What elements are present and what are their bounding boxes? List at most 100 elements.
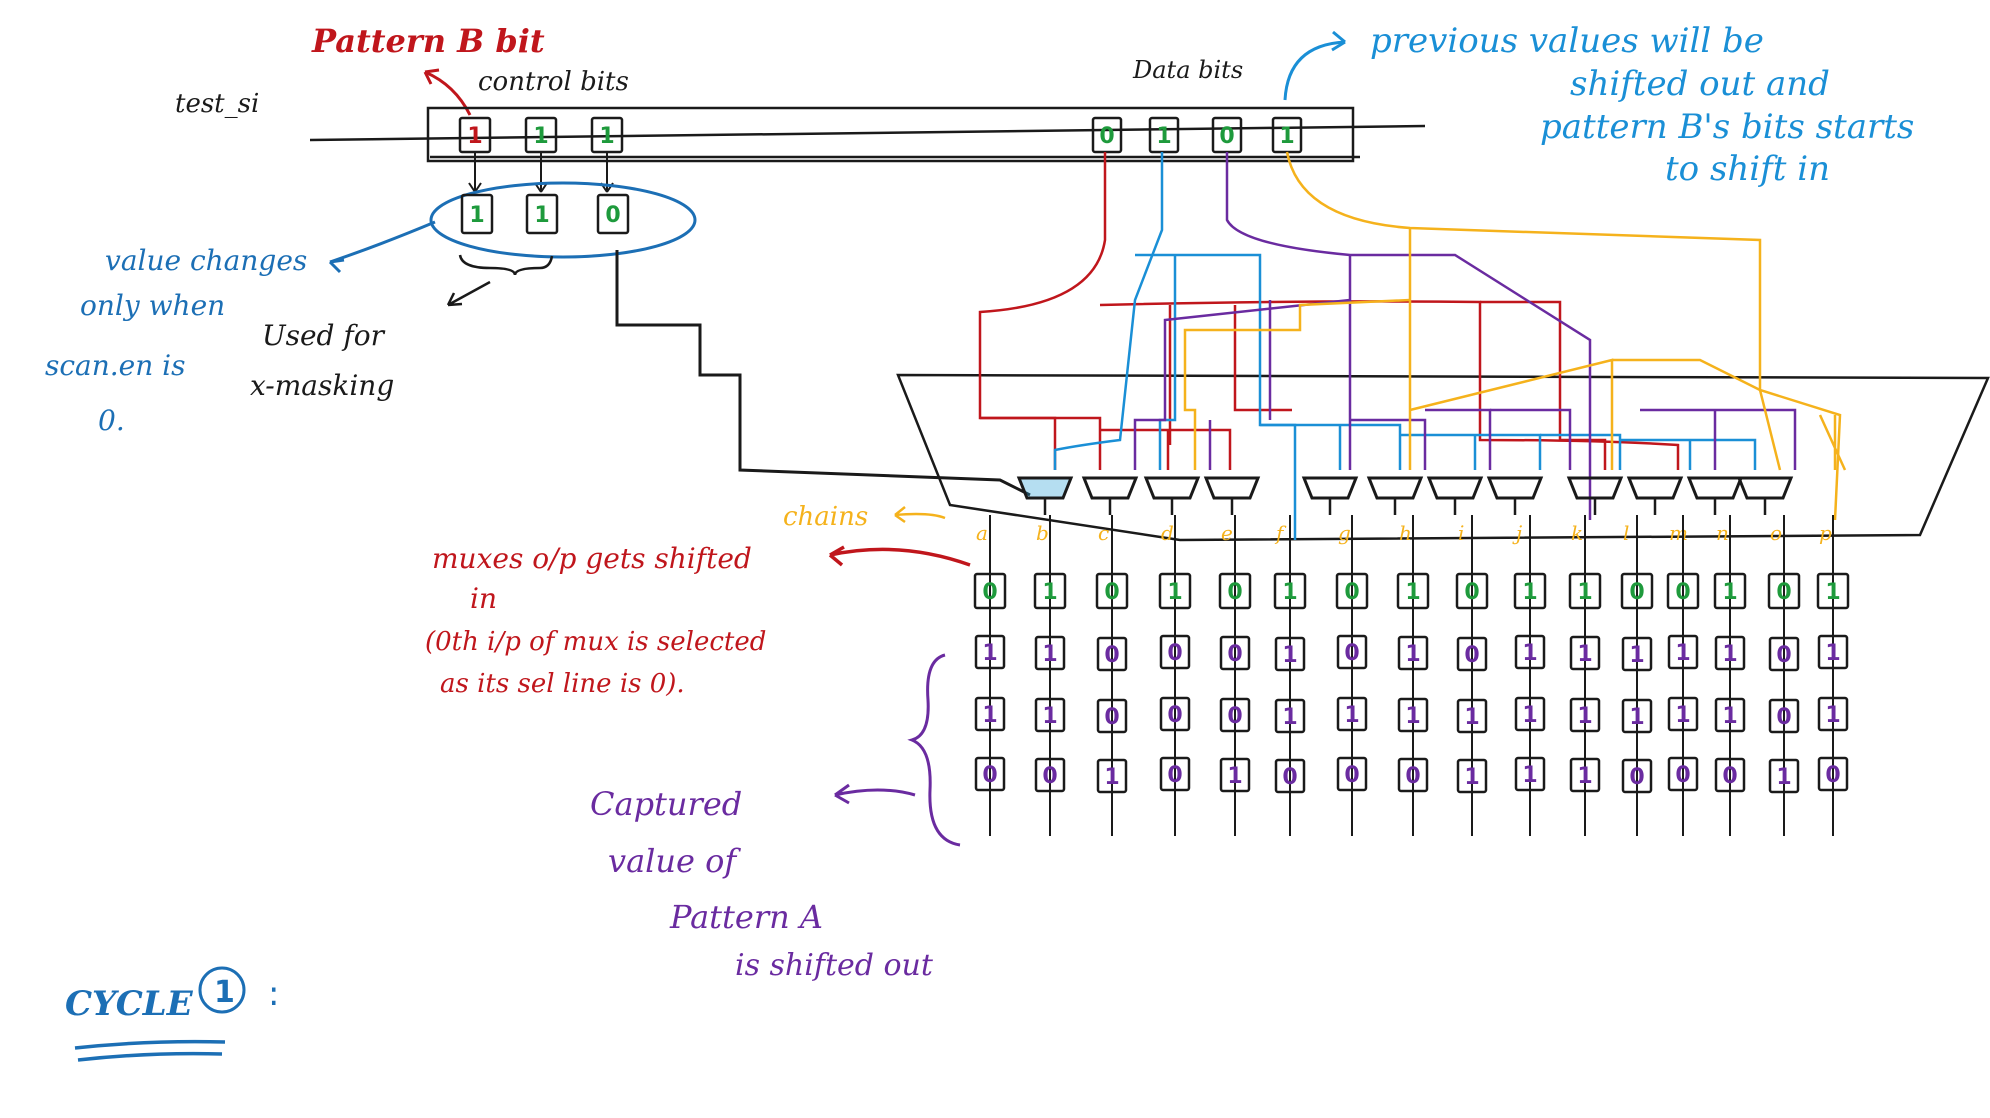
value-changes-line-1: value changes xyxy=(105,244,307,277)
used-for-brace xyxy=(458,254,554,276)
scan-cell: 0 xyxy=(1714,757,1746,793)
scan-cell-top-value: 0 xyxy=(1629,580,1644,605)
scan-cell-box xyxy=(1159,696,1191,732)
scan-cell-value: 0 xyxy=(1776,643,1791,668)
scan-cell-value: 1 xyxy=(1675,703,1690,728)
scan-cell-box xyxy=(1096,698,1128,734)
scan-cell: 1 xyxy=(1034,697,1066,733)
cycle-underline xyxy=(74,1039,226,1062)
routing-wire xyxy=(1260,423,1542,470)
scan-cell: 0 xyxy=(1768,698,1800,734)
cycle-label: CYCLE xyxy=(65,984,194,1024)
scan-cell: 1 xyxy=(974,634,1006,670)
scan-cell-top: 1 xyxy=(1713,572,1747,610)
scan-cell-value: 1 xyxy=(1464,705,1479,730)
scan-cell-box xyxy=(1667,756,1699,792)
data-bit-cell: 1 xyxy=(1148,116,1180,154)
scan-cell-box xyxy=(1714,757,1746,793)
routing-wire xyxy=(1158,255,1177,470)
scan-cell-top-box xyxy=(1158,572,1192,610)
scan-cell: 0 xyxy=(1336,634,1368,670)
scan-cell: 1 xyxy=(1096,758,1128,794)
scan-cell: 0 xyxy=(1159,696,1191,732)
data-bit-cell: 0 xyxy=(1091,116,1123,154)
scan-cell-box xyxy=(1336,634,1368,670)
scan-cell: 0 xyxy=(1034,757,1066,793)
chain-letter: p xyxy=(1819,521,1832,545)
routing-wire xyxy=(1285,151,1842,521)
scan-cell: 0 xyxy=(1336,756,1368,792)
scan-cell-value: 1 xyxy=(1344,703,1359,728)
scan-cell-value: 1 xyxy=(1282,705,1297,730)
scan-cell: 1 xyxy=(1714,697,1746,733)
scan-cell-top-box xyxy=(1620,572,1654,610)
scan-cell-top-box xyxy=(1095,572,1129,610)
shift-register-box xyxy=(426,106,1355,163)
chain-letter: h xyxy=(1399,521,1412,545)
scan-cell-top: 0 xyxy=(1455,572,1489,610)
scan-cell: 1 xyxy=(1768,758,1800,794)
chain-letter: j xyxy=(1512,521,1522,545)
data-bit-cell-box xyxy=(1091,116,1123,154)
scan-cell-box xyxy=(1456,758,1488,794)
shadow-bit-cell-value: 0 xyxy=(605,203,620,228)
scan-cell-value: 1 xyxy=(982,641,997,666)
control-bits-label: control bits xyxy=(478,67,629,97)
scan-cell-top-box xyxy=(1816,572,1850,610)
mux xyxy=(1366,476,1424,500)
scan-cell-value: 0 xyxy=(1776,705,1791,730)
scan-cell-value: 0 xyxy=(1167,763,1182,788)
mux xyxy=(1486,476,1544,500)
scan-cell: 1 xyxy=(1397,697,1429,733)
routing-wire xyxy=(1348,300,1492,470)
scan-cell-box xyxy=(1621,758,1653,794)
value-changes-arrow xyxy=(329,220,436,264)
scan-cell-box xyxy=(1714,697,1746,733)
scan-cell-value: 0 xyxy=(1042,764,1057,789)
mux xyxy=(1426,476,1484,500)
previous-values-arrowhead xyxy=(1331,30,1346,52)
scan-cell-box xyxy=(1336,696,1368,732)
scan-cell-box xyxy=(1817,634,1849,670)
scan-cell: 1 xyxy=(974,696,1006,732)
scan-cell-value: 1 xyxy=(1629,705,1644,730)
scan-cell: 1 xyxy=(1456,758,1488,794)
scan-cell: 1 xyxy=(1336,696,1368,732)
scan-cell-value: 1 xyxy=(1577,704,1592,729)
scan-cell: 1 xyxy=(1274,636,1306,672)
scan-cell-box xyxy=(974,696,1006,732)
scan-cell: 1 xyxy=(1621,636,1653,672)
scan-cell-top: 0 xyxy=(973,572,1007,610)
scan-cell-value: 1 xyxy=(1227,764,1242,789)
captured-brace xyxy=(907,653,961,847)
scan-cell-box xyxy=(1274,758,1306,794)
scan-cell-value: 0 xyxy=(1464,643,1479,668)
scan-cell-value: 0 xyxy=(1167,641,1182,666)
captured-line-1: Captured xyxy=(590,785,742,823)
previous-values-line-2: shifted out and xyxy=(1570,64,1830,104)
scan-cell-top-value: 1 xyxy=(1042,580,1057,605)
scan-cell-top-box xyxy=(1273,572,1307,610)
shadow-bit-cell: 1 xyxy=(460,193,494,235)
scan-cell: 0 xyxy=(1456,636,1488,672)
pattern-b-bit-label: Pattern B bit xyxy=(311,22,545,60)
mux xyxy=(1143,476,1201,500)
value-changes-line-2: only when xyxy=(80,289,225,322)
scan-cell-box xyxy=(1569,697,1601,733)
scan-cell-value: 1 xyxy=(1464,765,1479,790)
scan-cell-box xyxy=(1096,636,1128,672)
routing-wire xyxy=(1225,152,1592,520)
scan-cell-value: 1 xyxy=(1282,643,1297,668)
scan-cell-value: 1 xyxy=(1577,642,1592,667)
scan-cell-box xyxy=(1817,696,1849,732)
cycle-number: 1 xyxy=(214,975,235,1010)
scan-cell-top-box xyxy=(1568,572,1602,610)
scan-cell: 1 xyxy=(1397,635,1429,671)
previous-values-line-3: pattern B's bits starts xyxy=(1540,107,1914,147)
scan-cell-value: 1 xyxy=(1722,704,1737,729)
muxes-line-4: as its sel line is 0). xyxy=(440,669,685,699)
cycle-colon: : xyxy=(268,974,279,1014)
scan-cell-box xyxy=(1219,697,1251,733)
